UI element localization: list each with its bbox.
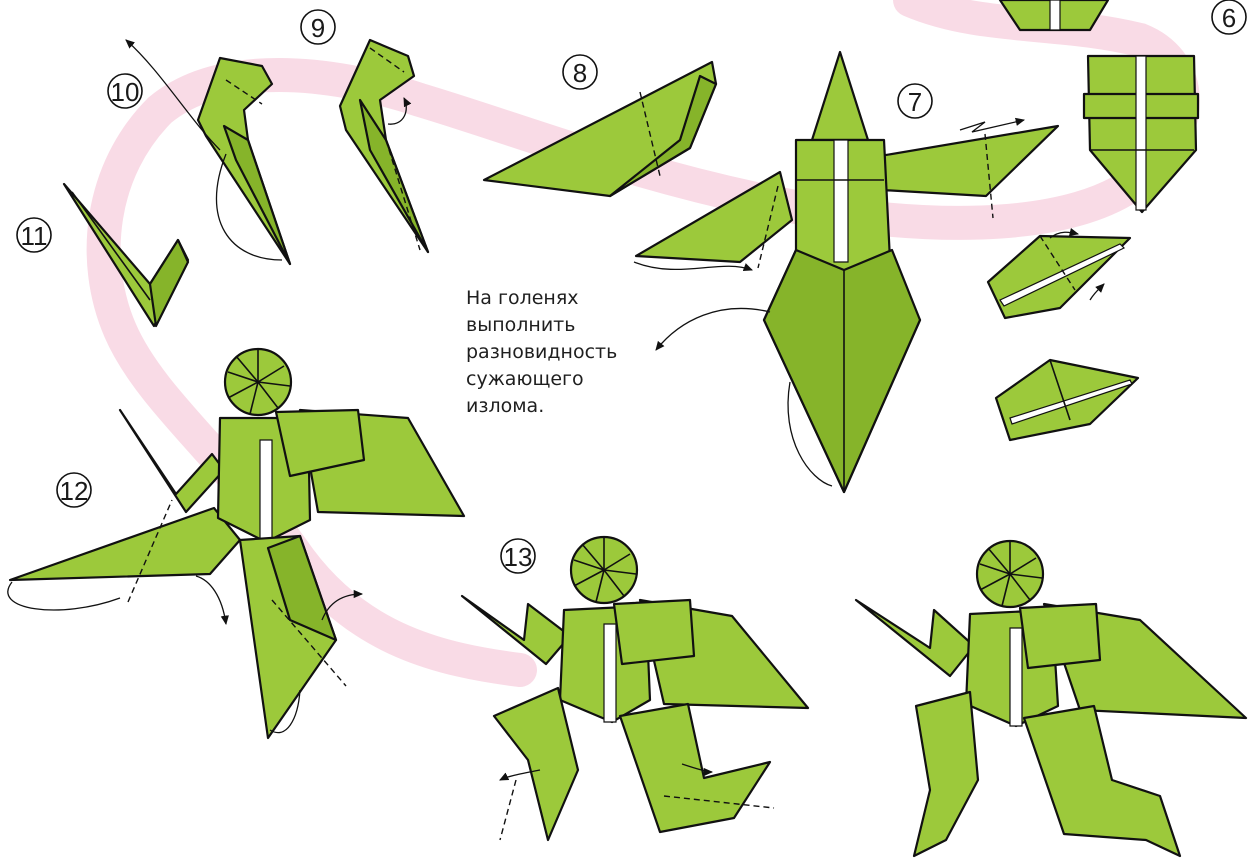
svg-text:11: 11	[21, 221, 48, 251]
svg-text:13: 13	[504, 542, 533, 572]
instruction-line: разновидность	[466, 339, 666, 366]
step-number-8: 8	[563, 55, 597, 89]
svg-text:12: 12	[60, 476, 89, 506]
svg-text:8: 8	[573, 58, 587, 88]
step-6-shin-detail-a	[988, 232, 1130, 318]
svg-text:6: 6	[1222, 3, 1236, 33]
svg-text:9: 9	[311, 13, 325, 43]
step-number-10: 10	[108, 74, 142, 108]
svg-text:10: 10	[111, 77, 140, 107]
step-number-6: 6	[1212, 0, 1246, 34]
instruction-text: На голенях выполнить разновидность сужаю…	[466, 285, 666, 420]
instruction-line: На голенях	[466, 285, 666, 312]
instruction-line: излома.	[466, 393, 666, 420]
step-number-11: 11	[17, 218, 51, 252]
step-number-13: 13	[501, 539, 535, 573]
svg-text:7: 7	[908, 87, 922, 117]
step-12-figure	[8, 349, 464, 738]
instruction-line: сужающего	[466, 366, 666, 393]
step-6-shin-detail-b	[996, 360, 1138, 440]
step-number-7: 7	[898, 84, 932, 118]
step-number-9: 9	[301, 10, 335, 44]
final-figure	[856, 541, 1246, 856]
step-number-12: 12	[57, 473, 91, 507]
step-13-figure	[462, 537, 808, 840]
instruction-line: выполнить	[466, 312, 666, 339]
